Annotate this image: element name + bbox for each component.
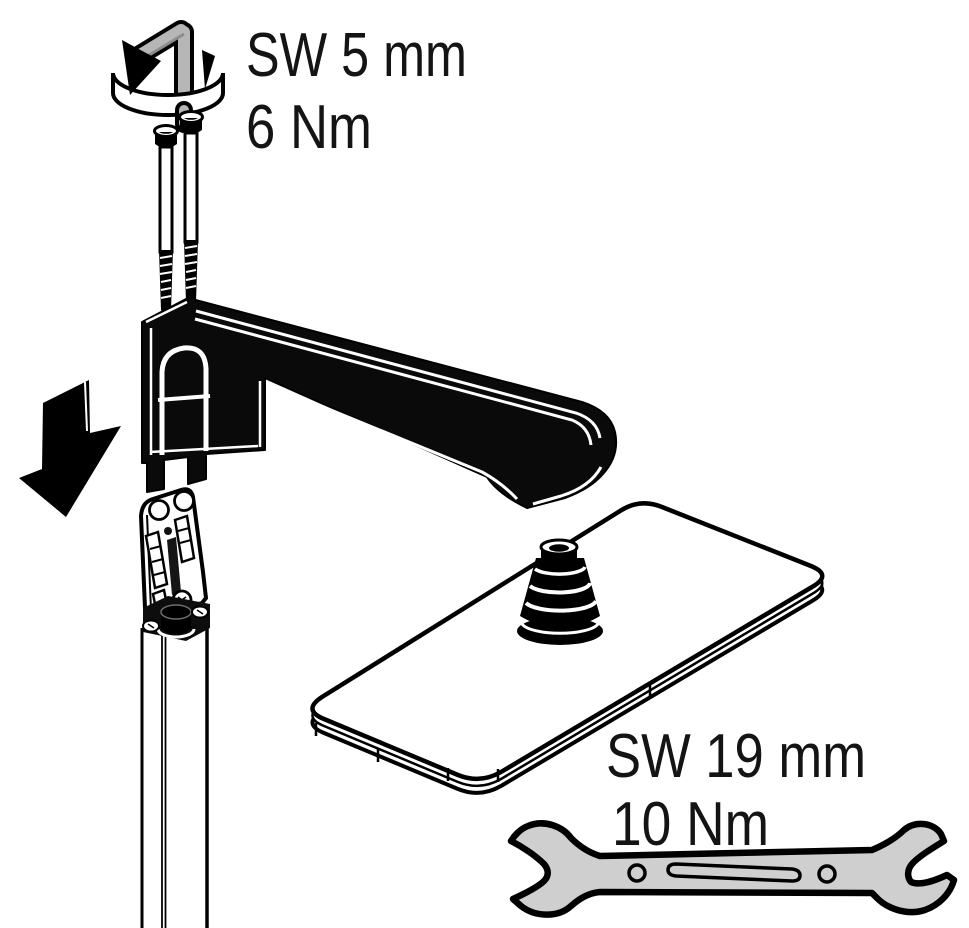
connector-band-lower <box>524 599 598 613</box>
rotation-arrowhead <box>122 40 161 95</box>
bracket-pin-hole <box>164 527 172 535</box>
connector-band-upper <box>533 566 587 576</box>
connector-top-bore <box>549 544 569 552</box>
screw-right-socket <box>178 110 204 124</box>
open-end-wrench-icon <box>507 820 958 918</box>
cap-cylinder-top <box>160 604 192 620</box>
cap-boss-right-slot <box>196 609 204 615</box>
spout-highlights <box>145 300 603 506</box>
plate-edge-ticks <box>314 580 824 782</box>
mounting-pillar <box>138 487 210 928</box>
screw-left <box>153 124 179 313</box>
screw-left-thread-lines <box>159 255 173 299</box>
screw-left-socket-hex <box>159 132 173 134</box>
screw-left-socket <box>153 124 179 138</box>
column-edges <box>140 618 209 928</box>
wrench-hole-right <box>817 864 837 884</box>
rotation-ribbon-end <box>202 50 215 89</box>
bracket-slot-right <box>173 514 196 564</box>
wrench-size-label: SW 19 mm <box>606 722 866 791</box>
cap-cylinder-base-highlight <box>156 628 196 639</box>
spout-body <box>141 297 618 509</box>
bracket-hole-top-right <box>173 490 195 512</box>
hex-key-size-label: SW 5 mm <box>246 21 467 90</box>
arrow-down-body <box>19 380 121 517</box>
hex-key-arm-shade <box>145 32 185 59</box>
arrow-down-icon <box>19 380 121 517</box>
hex-key-rotate-icon <box>111 20 225 133</box>
fixing-screws <box>153 110 204 313</box>
hex-key-arm <box>134 24 187 61</box>
hex-key-torque-label: 6 Nm <box>246 93 372 162</box>
screw-right <box>178 110 204 305</box>
connector-base-highlight <box>520 622 600 635</box>
connector-band-mid <box>528 582 592 595</box>
screw-right-shaft <box>183 131 199 244</box>
column-face <box>141 616 208 928</box>
screw-right-socket-hex <box>184 118 198 120</box>
bracket-hole-top-left <box>148 499 170 521</box>
bracket-slot-left-ticks <box>149 545 166 576</box>
column-cap <box>142 596 210 641</box>
wrench-hole-left <box>627 863 647 883</box>
rotation-ribbon <box>111 72 225 117</box>
bracket-center-slot <box>167 537 181 595</box>
wrench-slot <box>666 862 802 883</box>
wrench-torque-label: 10 Nm <box>612 790 769 859</box>
arrow-down-fold-line <box>84 381 88 432</box>
bracket-slot-right-ticks <box>177 527 192 544</box>
screw-left-shaft <box>158 145 174 254</box>
bracket-side-edge <box>146 514 152 611</box>
cap-boss-left-slot <box>147 623 155 629</box>
spout <box>141 297 618 509</box>
hose-connector <box>517 538 603 645</box>
screw-right-thread-lines <box>184 245 198 289</box>
